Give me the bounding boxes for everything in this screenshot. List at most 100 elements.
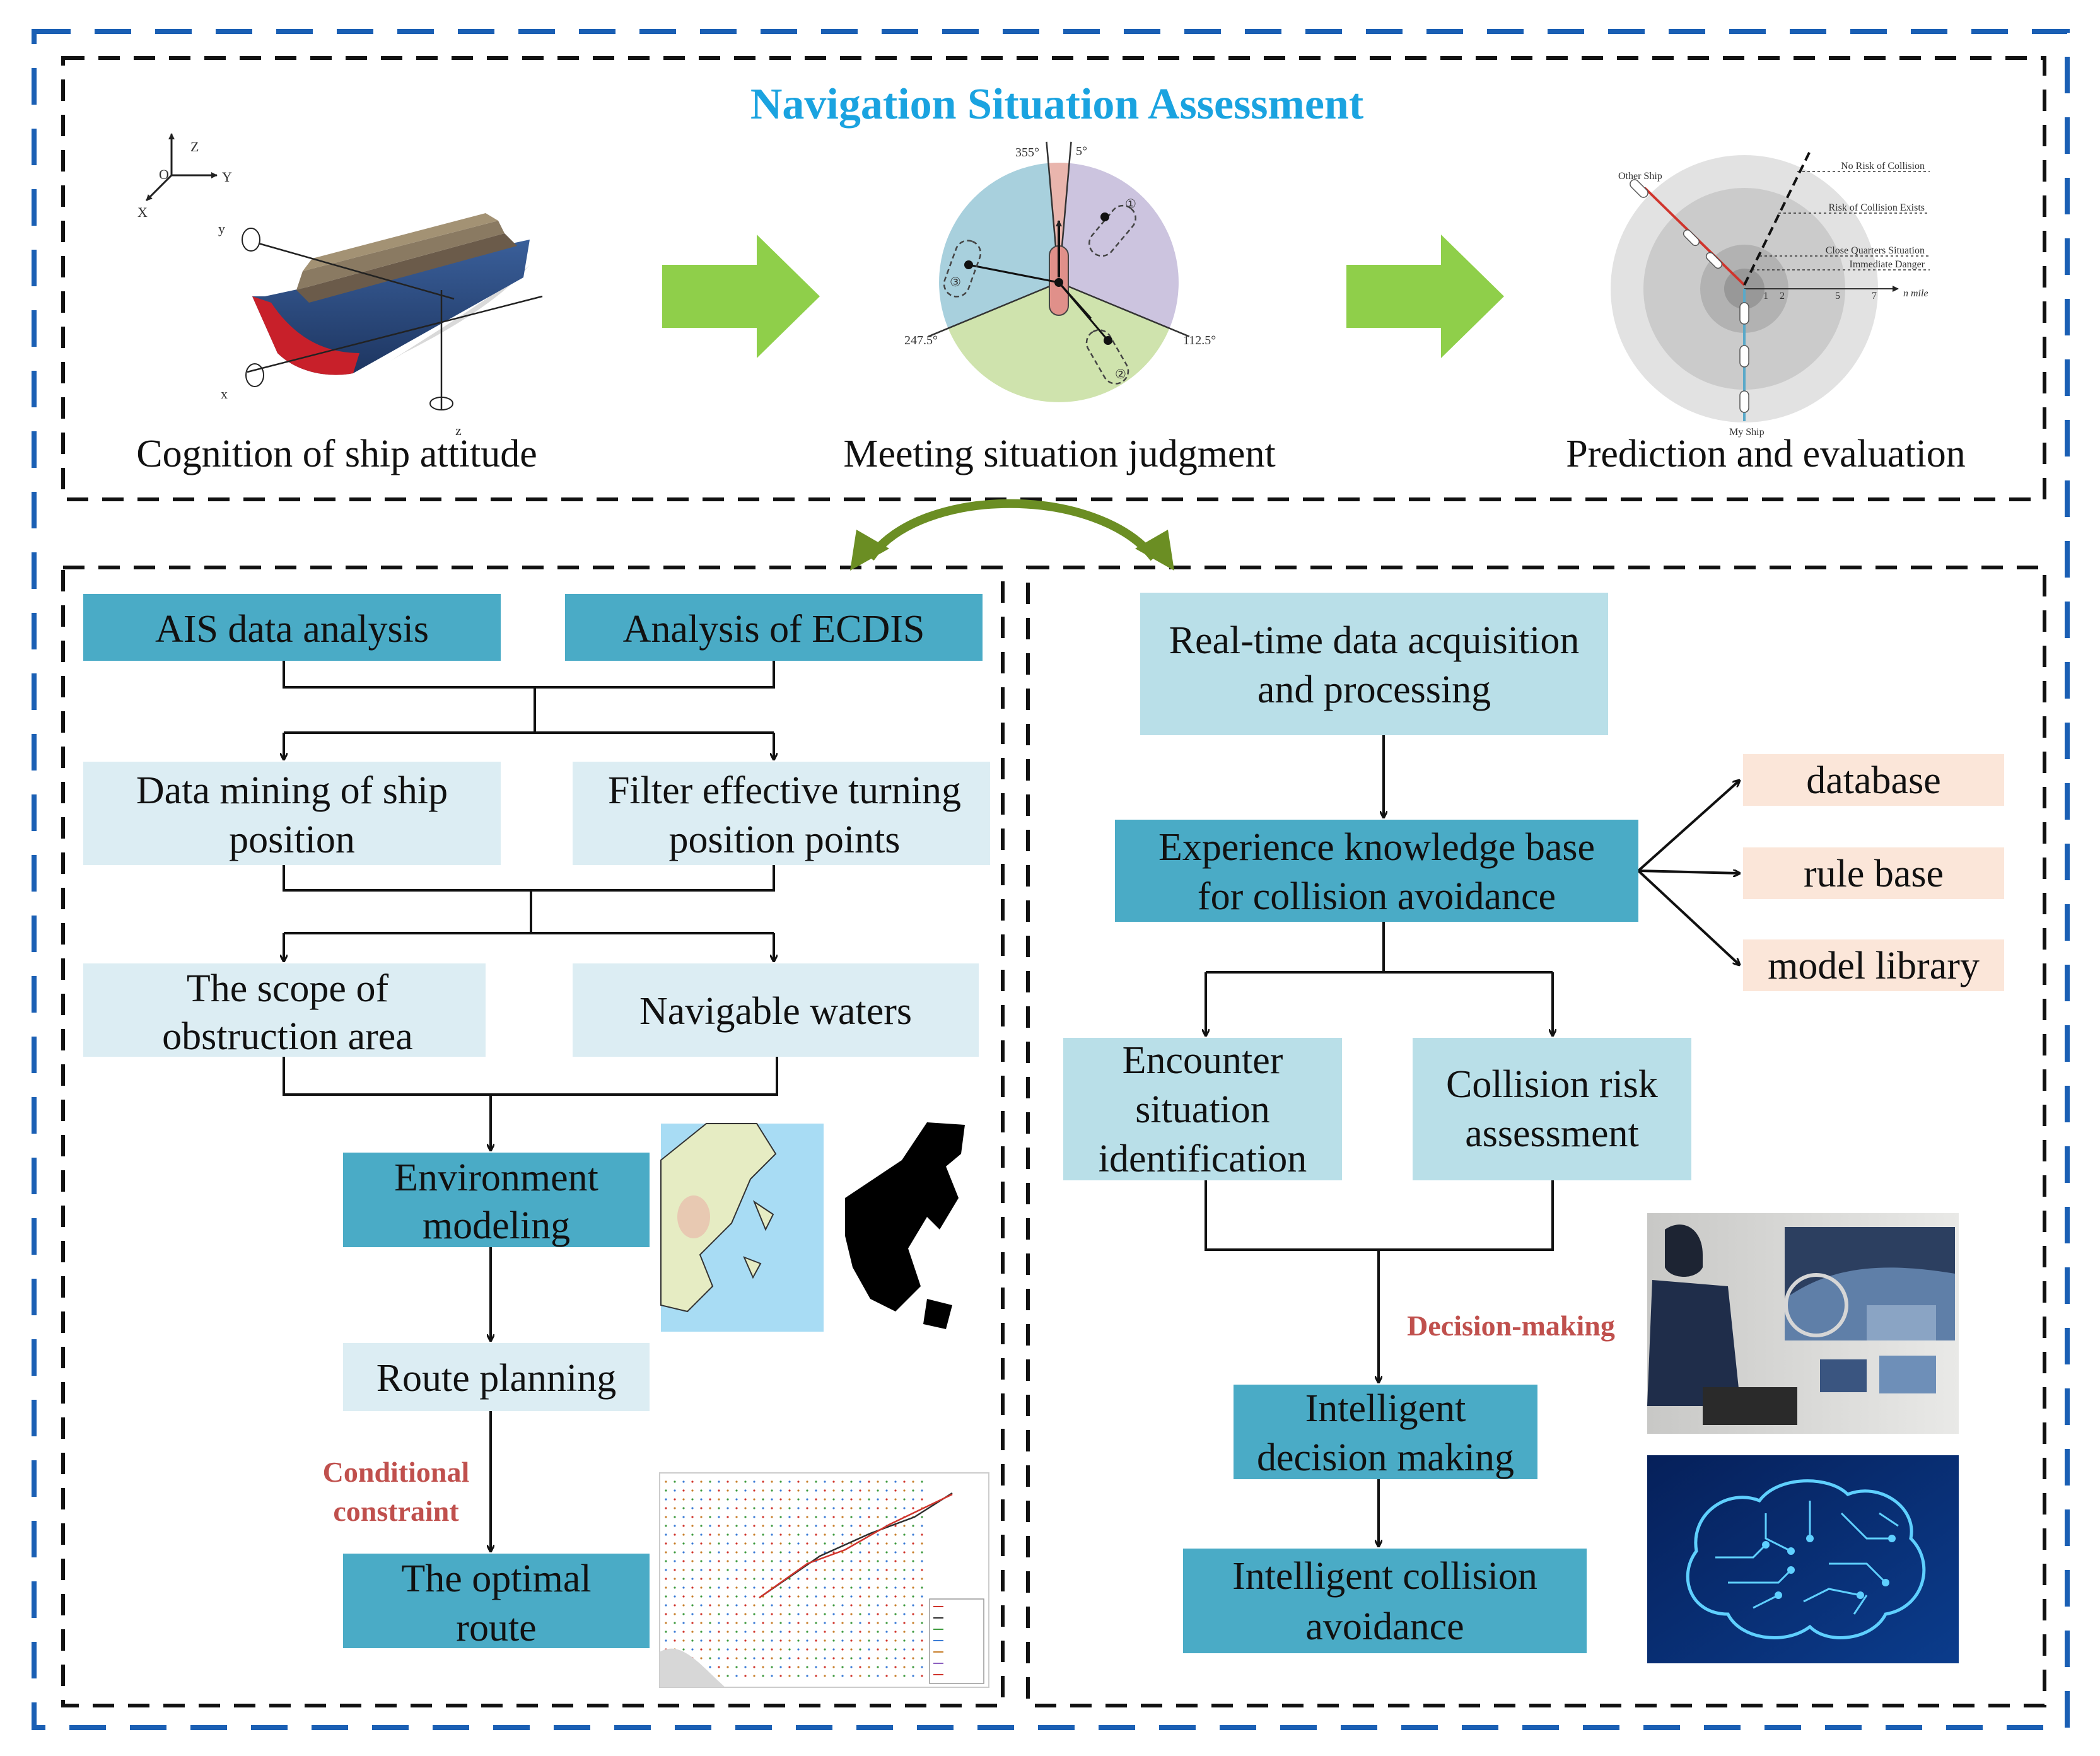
my-ship-positions bbox=[1739, 302, 1749, 413]
caption-meeting: Meeting situation judgment bbox=[843, 433, 1275, 475]
conditional-line2: constraint bbox=[333, 1495, 459, 1527]
box-intelligent-decision bbox=[1234, 1385, 1537, 1479]
attitude-label-x: x bbox=[221, 386, 228, 402]
route-planning-label: Route planning bbox=[376, 1357, 617, 1400]
obstruction-line2: obstruction area bbox=[162, 1015, 413, 1058]
axis-label-x: X bbox=[137, 204, 148, 220]
target-ship-1 bbox=[1088, 204, 1136, 257]
box-filter-turning bbox=[573, 762, 990, 865]
ship-attitude-illustration: Z O Y X y x z bbox=[137, 133, 543, 438]
axis-label-z: Z bbox=[190, 139, 199, 154]
attitude-axis-x bbox=[247, 295, 543, 373]
box-obstruction bbox=[83, 963, 486, 1057]
model-library-label: model library bbox=[1768, 945, 1980, 987]
box-collision-risk bbox=[1413, 1038, 1691, 1180]
realtime-line2: and processing bbox=[1257, 668, 1491, 711]
page-title: Navigation Situation Assessment bbox=[750, 80, 1363, 129]
outer-frame bbox=[32, 29, 2070, 1730]
data-mining-line2: position bbox=[229, 818, 355, 861]
box-route-planning bbox=[343, 1343, 650, 1411]
angle-5: 5° bbox=[1076, 144, 1087, 158]
decision-making-label: Decision-making bbox=[1407, 1310, 1615, 1342]
intelligent-avoidance-line1: Intelligent collision bbox=[1232, 1555, 1537, 1598]
box-encounter bbox=[1063, 1038, 1342, 1180]
curved-arrow-head-left bbox=[850, 530, 889, 571]
level-risk-exists: Risk of Collision Exists bbox=[1829, 202, 1925, 213]
green-arrow-2 bbox=[1346, 235, 1504, 358]
ais-label: AIS data analysis bbox=[155, 608, 429, 651]
meeting-situation-diagram: ③ ① ② 355° 5° 247.5° 112.5° bbox=[904, 141, 1216, 402]
tick-5: 5 bbox=[1835, 291, 1840, 301]
level-immediate-danger: Immediate Danger bbox=[1850, 259, 1925, 270]
collision-risk-line2: assessment bbox=[1465, 1112, 1639, 1155]
level-leaders bbox=[1752, 171, 1930, 270]
route-chart-thumbnail bbox=[659, 1472, 989, 1688]
collision-risk-line1: Collision risk bbox=[1446, 1063, 1658, 1106]
box-model-library bbox=[1743, 939, 2004, 991]
ecdis-label: Analysis of ECDIS bbox=[623, 608, 925, 651]
level-close-quarters: Close Quarters Situation bbox=[1826, 245, 1925, 256]
rotation-icon-x bbox=[245, 363, 264, 387]
encounter-line2: situation bbox=[1135, 1088, 1270, 1131]
tick-1: 1 bbox=[1763, 291, 1768, 301]
chart-map-thumbnail bbox=[660, 1123, 824, 1332]
box-rule-base bbox=[1743, 847, 2004, 899]
encounter-line3: identification bbox=[1099, 1137, 1307, 1180]
database-label: database bbox=[1806, 759, 1940, 802]
intelligent-decision-line1: Intelligent bbox=[1305, 1387, 1466, 1430]
environment-line2: modeling bbox=[423, 1204, 570, 1247]
box-database bbox=[1743, 754, 2004, 806]
sector-overtaking bbox=[948, 282, 1170, 402]
brain-circuit-lines bbox=[1715, 1501, 1899, 1615]
attitude-label-y: y bbox=[218, 221, 225, 236]
target-lines bbox=[968, 264, 1109, 341]
caption-cognition: Cognition of ship attitude bbox=[136, 433, 537, 475]
filter-line2: position points bbox=[669, 818, 901, 861]
optimal-line2: route bbox=[456, 1607, 536, 1649]
rule-base-label: rule base bbox=[1804, 852, 1944, 895]
conditional-line1: Conditional bbox=[323, 1456, 470, 1488]
unit-label: n mile bbox=[1903, 288, 1928, 299]
box-realtime bbox=[1140, 593, 1608, 735]
ship-marker-3: ③ bbox=[950, 276, 961, 289]
obstruction-line1: The scope of bbox=[187, 967, 389, 1010]
ship-marker-2: ② bbox=[1115, 368, 1126, 381]
curved-link-arrow bbox=[866, 499, 1158, 561]
my-ship-label: My Ship bbox=[1729, 427, 1765, 438]
sector-crossing-right bbox=[1059, 163, 1179, 329]
left-panel-frame bbox=[61, 566, 1005, 1707]
ship-bow bbox=[252, 296, 359, 375]
target-ship-2 bbox=[1085, 329, 1129, 385]
ship-hull bbox=[252, 240, 530, 375]
attitude-axis-y bbox=[258, 242, 455, 300]
angle-355: 355° bbox=[1015, 146, 1039, 160]
environment-line1: Environment bbox=[394, 1156, 598, 1199]
encounter-line1: Encounter bbox=[1123, 1039, 1283, 1082]
route-grid-points bbox=[665, 1480, 923, 1677]
box-navigable bbox=[573, 963, 979, 1057]
left-connectors bbox=[284, 661, 778, 1551]
target-ship-3 bbox=[943, 240, 982, 298]
right-panel-frame bbox=[1026, 566, 2046, 1707]
box-experience bbox=[1115, 820, 1638, 922]
route-polyline-red bbox=[759, 1493, 953, 1599]
ship-marker-1: ① bbox=[1125, 197, 1136, 211]
level-no-risk: No Risk of Collision bbox=[1841, 161, 1925, 172]
axis-triad bbox=[145, 133, 218, 202]
box-ecdis bbox=[565, 594, 983, 661]
angle-247: 247.5° bbox=[904, 334, 938, 347]
other-ship-positions bbox=[1630, 179, 1723, 269]
caption-prediction: Prediction and evaluation bbox=[1566, 433, 1966, 475]
target-dot-2 bbox=[1104, 336, 1112, 345]
experience-line1: Experience knowledge base bbox=[1158, 826, 1595, 869]
navigable-label: Navigable waters bbox=[639, 990, 912, 1033]
angle-112: 112.5° bbox=[1183, 334, 1216, 347]
experience-line2: for collision avoidance bbox=[1198, 875, 1556, 918]
relative-motion-line bbox=[1743, 151, 1811, 286]
top-panel-frame bbox=[61, 56, 2046, 501]
ai-brain-image bbox=[1647, 1455, 1959, 1663]
box-ais bbox=[83, 594, 501, 661]
binary-grid-map bbox=[845, 1122, 965, 1329]
